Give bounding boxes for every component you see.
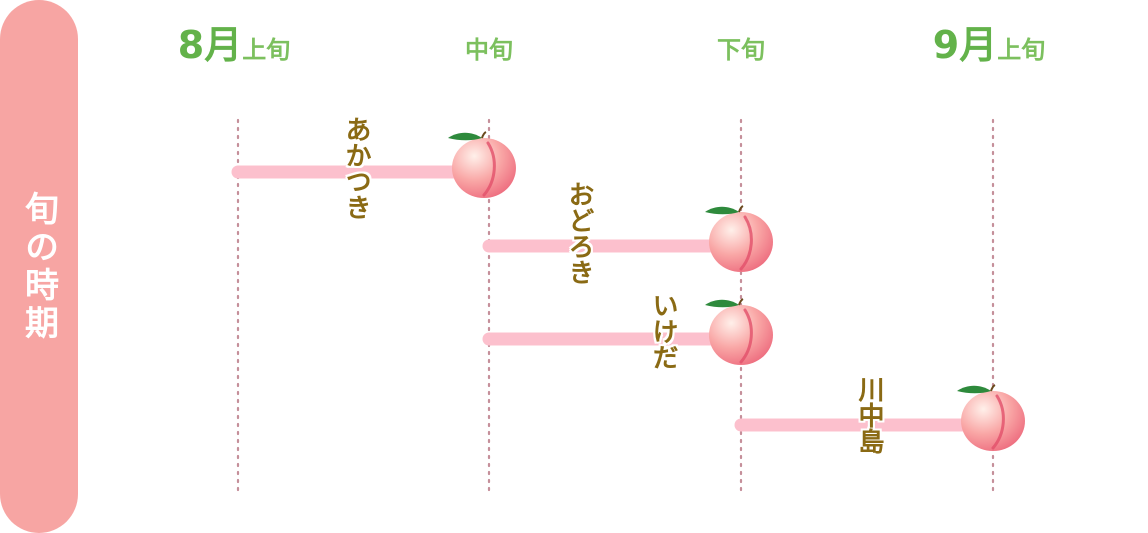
column-header-3: 9月上旬: [933, 23, 1045, 67]
variety-label-3: 川中島: [854, 376, 884, 454]
variety-label-1: おどろき: [564, 181, 594, 285]
peach-icon: [705, 205, 773, 272]
month-label: 9月: [933, 23, 997, 67]
column-header-0: 8月上旬: [178, 23, 290, 67]
variety-label-2: いけだ: [648, 292, 678, 370]
peach-icon: [957, 384, 1025, 451]
period-label: 上旬: [242, 36, 290, 64]
column-header-1: 中旬: [465, 36, 513, 64]
period-label: 下旬: [717, 36, 765, 64]
peach-icon: [447, 131, 516, 198]
month-label: 8月: [178, 23, 242, 67]
side-title: 旬の時期: [18, 190, 59, 343]
side-panel: [0, 0, 78, 533]
column-header-2: 下旬: [717, 36, 765, 64]
peach-icon: [705, 298, 773, 365]
period-label: 上旬: [997, 36, 1045, 64]
variety-label-0: あかつき: [341, 116, 371, 220]
period-label: 中旬: [465, 36, 513, 64]
